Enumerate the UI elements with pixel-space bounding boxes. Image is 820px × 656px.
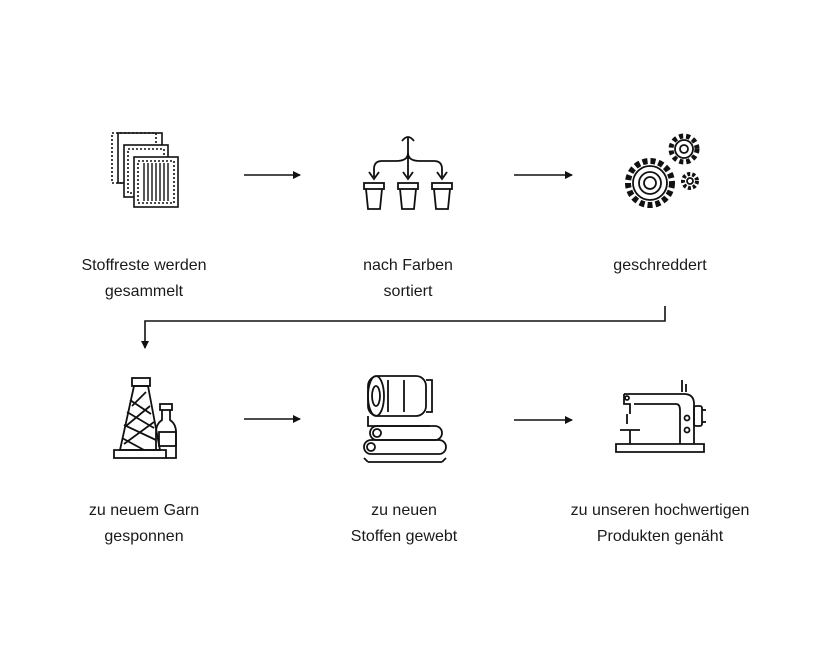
fabric-rolls-icon [363,375,447,463]
gears-icon [625,133,700,208]
sewing-machine-icon [615,380,706,453]
step-sew: zu unseren hochwertigen Produkten genäht [560,370,760,550]
step-collect: Stoffreste werden gesammelt [44,125,244,305]
step-label: Stoffreste werden gesammelt [81,257,207,300]
step-label: nach Farben sortiert [363,257,453,300]
step-label: zu unseren hochwertigen Produkten genäht [570,502,750,545]
yarn-spools-icon [113,377,177,459]
arrow-shred-to-spin [141,306,666,349]
step-label: zu neuem Garn gesponnen [88,502,200,545]
step-shred: geschreddert [560,125,760,279]
fabric-swatches-icon [111,132,179,208]
step-weave: zu neuen Stoffen gewebt [304,370,504,550]
sorting-flow-icon [363,136,453,210]
step-label: geschreddert [613,257,707,274]
step-label: zu neuen Stoffen gewebt [350,502,458,545]
step-spin: zu neuem Garn gesponnen [44,370,244,550]
step-sort: nach Farben sortiert [308,125,508,305]
